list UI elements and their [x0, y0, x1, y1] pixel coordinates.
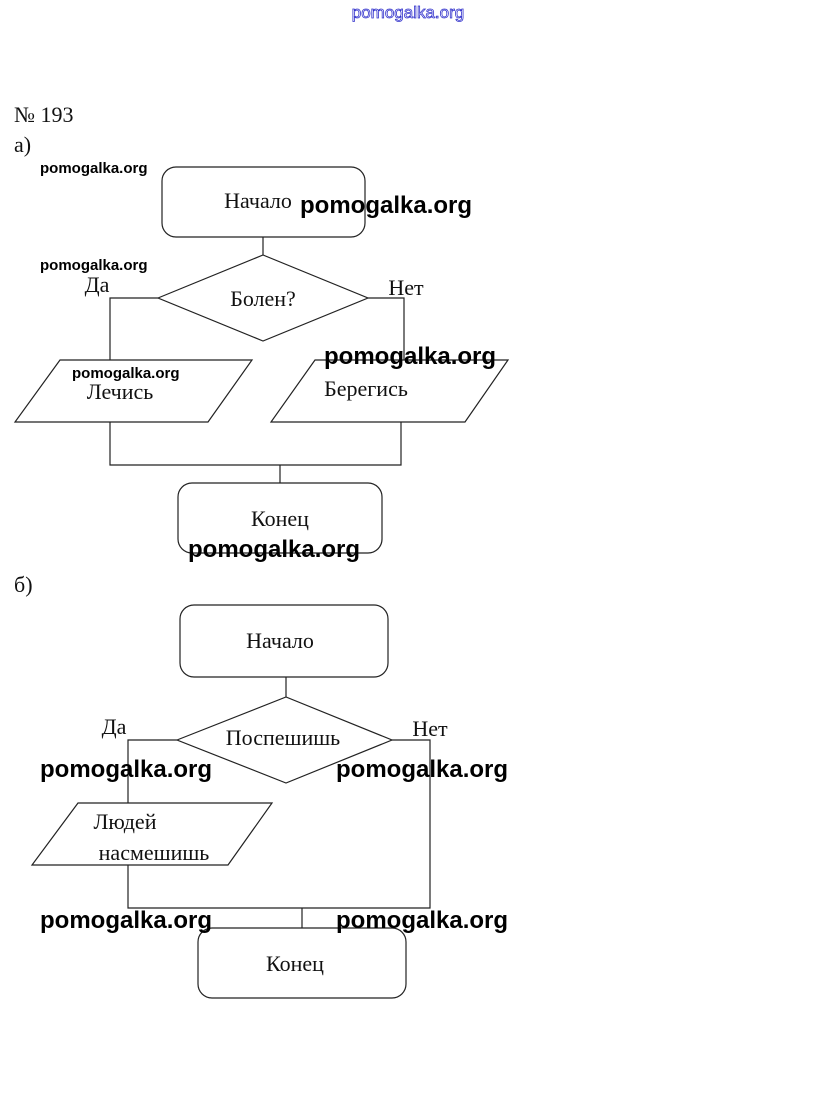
end-label-a: Конец	[251, 506, 309, 531]
start-label-a: Начало	[224, 188, 292, 213]
end-terminal-a	[177, 482, 383, 554]
yes-branch-a	[109, 297, 158, 360]
watermark: pomogalka.org	[300, 192, 472, 219]
watermark: pomogalka.org	[188, 536, 360, 563]
watermark: pomogalka.org	[40, 907, 212, 934]
yes-action-label-line2-b: насмешишь	[99, 840, 210, 865]
yes-label-b: Да	[102, 714, 127, 739]
problem-number: № 193	[14, 102, 74, 127]
no-action-box-a	[269, 359, 510, 423]
flowchart-a: а) Начало Болен? Да Нет Лечись Берегись …	[13, 132, 510, 554]
flowchart-b: б) Начало Поспешишь Да Нет Людей насмеши…	[14, 572, 448, 999]
end-terminal-b	[197, 927, 407, 999]
condition-label-b: Поспешишь	[226, 725, 340, 750]
watermark: pomogalka.org	[40, 160, 148, 177]
watermark: pomogalka.org	[40, 257, 148, 274]
header-watermark: pomogalka.org	[352, 3, 464, 22]
end-label-b: Конец	[266, 951, 324, 976]
start-label-b: Начало	[246, 628, 314, 653]
no-action-label-a: Берегись	[324, 376, 408, 401]
watermark: pomogalka.org	[336, 907, 508, 934]
yes-label-a: Да	[85, 272, 110, 297]
part-a-label: а)	[14, 132, 31, 157]
start-terminal-b	[179, 604, 389, 678]
part-b-label: б)	[14, 572, 33, 597]
condition-label-a: Болен?	[230, 286, 296, 311]
watermark: pomogalka.org	[72, 365, 180, 382]
watermark: pomogalka.org	[40, 756, 212, 783]
watermark: pomogalka.org	[336, 756, 508, 783]
no-branch-a	[368, 297, 405, 360]
merge-line-a	[109, 422, 402, 466]
yes-action-label-line1-b: Людей	[94, 809, 157, 834]
merge-line-b	[127, 739, 431, 909]
yes-action-box-a	[13, 359, 254, 423]
yes-action-box-b	[30, 802, 274, 866]
yes-action-label-a: Лечись	[87, 379, 154, 404]
yes-branch-b	[127, 739, 177, 803]
watermark: pomogalka.org	[324, 343, 496, 370]
no-label-a: Нет	[388, 275, 424, 300]
watermarks: pomogalka.org pomogalka.org pomogalka.or…	[40, 160, 508, 934]
no-label-b: Нет	[412, 716, 448, 741]
